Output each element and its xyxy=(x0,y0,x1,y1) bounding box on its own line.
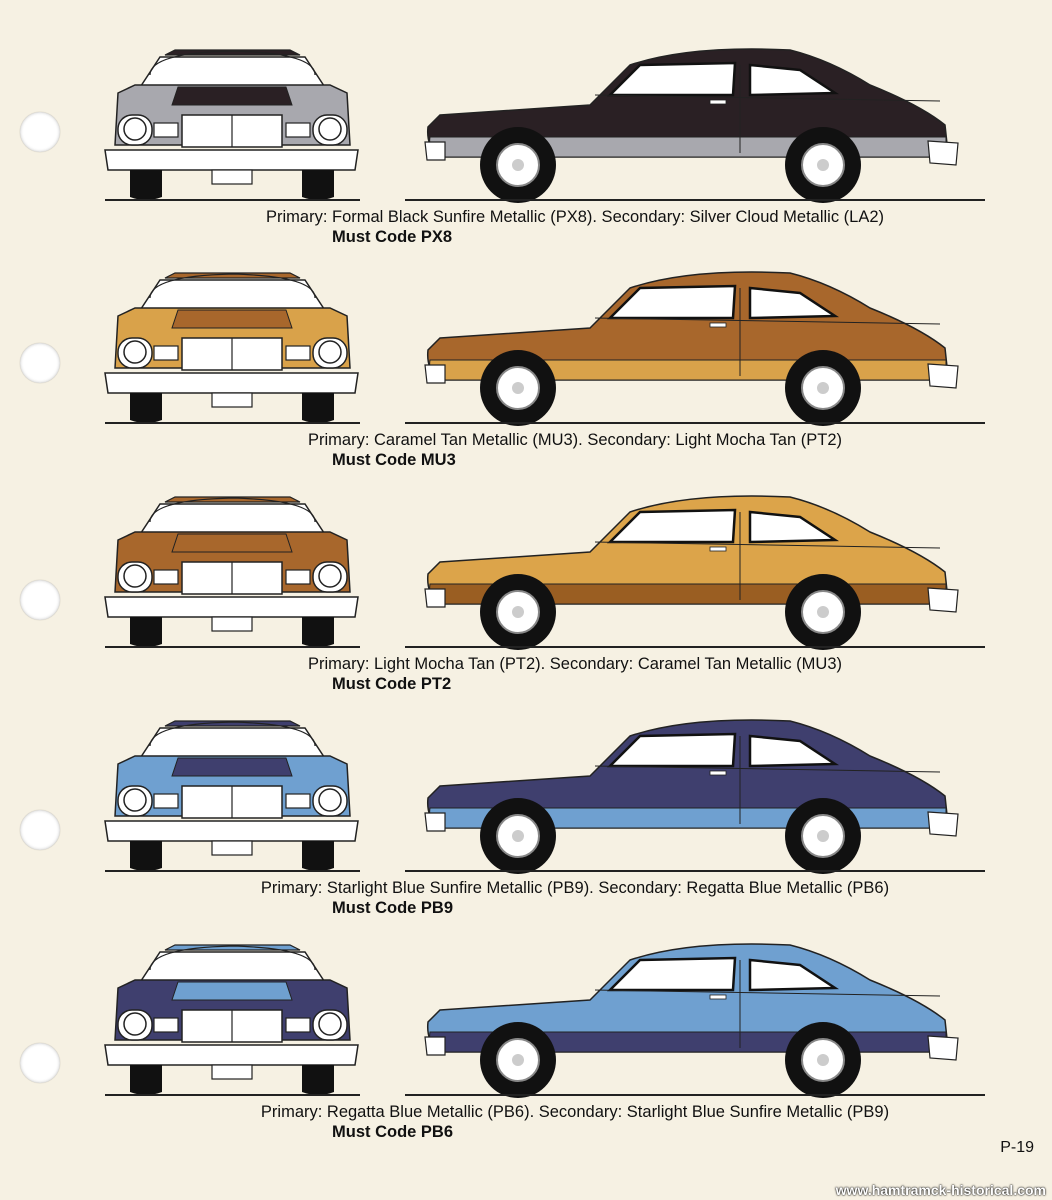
front-view-car xyxy=(104,272,360,424)
variant-caption: Primary: Caramel Tan Metallic (MU3). Sec… xyxy=(160,430,990,470)
binder-hole xyxy=(20,580,60,620)
side-view-car xyxy=(405,719,985,874)
color-description: Primary: Light Mocha Tan (PT2). Secondar… xyxy=(308,655,842,673)
color-variant-row: Primary: Starlight Blue Sunfire Metallic… xyxy=(0,716,1052,940)
color-description: Primary: Starlight Blue Sunfire Metallic… xyxy=(260,879,890,897)
paint-code: Must Code PX8 xyxy=(332,228,453,246)
variant-caption: Primary: Formal Black Sunfire Metallic (… xyxy=(160,207,990,247)
paint-code: Must Code MU3 xyxy=(332,451,456,469)
variant-caption: Primary: Light Mocha Tan (PT2). Secondar… xyxy=(160,654,990,694)
car-illustration xyxy=(104,495,985,650)
car-illustration xyxy=(104,943,985,1098)
side-view-car xyxy=(405,495,985,650)
color-description: Primary: Formal Black Sunfire Metallic (… xyxy=(265,208,885,226)
variant-caption: Primary: Starlight Blue Sunfire Metallic… xyxy=(160,878,990,918)
car-illustration xyxy=(104,271,985,426)
color-variant-row: Primary: Light Mocha Tan (PT2). Secondar… xyxy=(0,492,1052,716)
color-variant-row: Primary: Regatta Blue Metallic (PB6). Se… xyxy=(0,940,1052,1164)
side-view-car xyxy=(405,48,985,203)
color-description: Primary: Caramel Tan Metallic (MU3). Sec… xyxy=(308,431,842,449)
variant-caption: Primary: Regatta Blue Metallic (PB6). Se… xyxy=(160,1102,990,1142)
watermark: www.hamtramck-historical.com xyxy=(835,1182,1046,1198)
page-number: P-19 xyxy=(1000,1139,1034,1156)
binder-hole xyxy=(20,1043,60,1083)
front-view-car xyxy=(104,720,360,872)
color-variant-row: Primary: Caramel Tan Metallic (MU3). Sec… xyxy=(0,268,1052,492)
paint-code: Must Code PB9 xyxy=(332,899,454,917)
front-view-car xyxy=(104,496,360,648)
side-view-car xyxy=(405,943,985,1098)
front-view-car xyxy=(104,49,360,201)
binder-hole xyxy=(20,810,60,850)
side-view-car xyxy=(405,271,985,426)
front-view-car xyxy=(104,944,360,1096)
car-illustration xyxy=(104,719,985,874)
car-illustration xyxy=(104,48,985,203)
color-description: Primary: Regatta Blue Metallic (PB6). Se… xyxy=(260,1103,890,1121)
color-variant-row: Primary: Formal Black Sunfire Metallic (… xyxy=(0,45,1052,269)
paint-code: Must Code PT2 xyxy=(332,675,452,693)
paint-code: Must Code PB6 xyxy=(332,1123,454,1141)
binder-hole xyxy=(20,112,60,152)
binder-hole xyxy=(20,343,60,383)
